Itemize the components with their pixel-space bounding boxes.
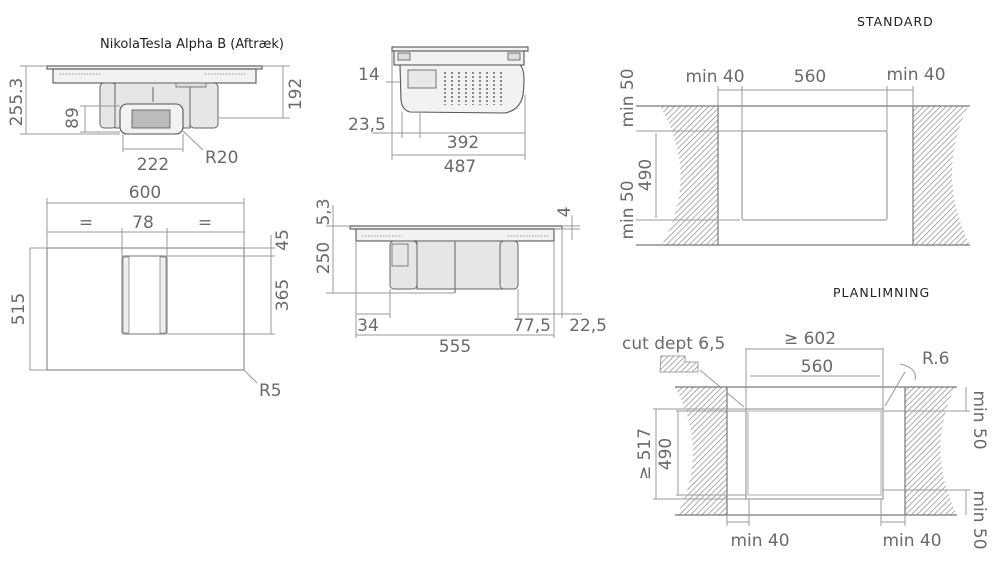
dimension-label: ≥ 602	[784, 329, 836, 349]
dimension-label: =	[198, 213, 212, 233]
dimension-label: min 50	[618, 180, 638, 239]
dimension-label: 365	[273, 279, 293, 311]
dimension-label: 5,3	[314, 198, 334, 225]
dimension-label: min 50	[969, 390, 989, 449]
dimension-label: 487	[444, 157, 476, 177]
dimension-label: cut dept 6,5	[622, 334, 725, 354]
dimension-label: 560	[801, 357, 833, 377]
dimension-label: 490	[636, 159, 656, 191]
dimension-label: 77,5	[513, 316, 551, 336]
front-section-view: 5,3 250 4 34 77,5 22,5 555	[314, 198, 607, 357]
dimension-label: 45	[273, 229, 293, 251]
dimension-label: min 50	[618, 68, 638, 127]
side-view: 14 23,5 392 487	[348, 46, 529, 177]
dimension-label: min 40	[882, 531, 941, 551]
dimension-label: min 40	[685, 67, 744, 87]
dimension-label: 255.3	[7, 78, 27, 127]
dimension-label: R20	[205, 148, 238, 168]
dimension-label: 4	[555, 207, 575, 218]
dimension-label: 89	[63, 107, 83, 129]
standard-cutout-diagram: STANDARD min 40 560 min 40 490 min 50 mi…	[618, 14, 970, 246]
dimension-label: 515	[9, 293, 29, 325]
standard-label: STANDARD	[857, 14, 934, 29]
product-title: NikolaTesla Alpha B (Aftræk)	[100, 37, 284, 52]
dimension-label: 490	[656, 438, 676, 470]
planlimning-label: PLANLIMNING	[833, 285, 930, 300]
dimension-label: 23,5	[348, 115, 386, 135]
flush-cutout-diagram: PLANLIMNING cut dept 6,5 ≥ 517 490 ≥ 602…	[622, 285, 989, 551]
dimension-label: min 40	[730, 531, 789, 551]
dimension-label: 392	[447, 133, 479, 153]
dimension-label: 600	[129, 183, 161, 203]
dimension-label: 22,5	[569, 316, 607, 336]
dimension-label: min 40	[886, 65, 945, 85]
dimension-label: 78	[132, 213, 154, 233]
top-view: 600 = 78 = 515 45 365 R5	[9, 183, 293, 401]
dimension-label: 555	[439, 337, 471, 357]
dimension-label: 250	[314, 242, 334, 274]
dimension-label: =	[79, 213, 93, 233]
dimension-label: 192	[286, 78, 306, 110]
front-view: 255.3 192 89 222 R20	[7, 65, 306, 175]
dimension-label: R5	[259, 381, 282, 401]
dimension-label: ≥ 517	[635, 428, 655, 480]
dimension-label: R.6	[922, 349, 949, 369]
dimension-label: 222	[137, 155, 169, 175]
dimension-label: min 50	[969, 490, 989, 549]
dimension-label: 34	[357, 316, 379, 336]
dimension-label: 14	[358, 65, 380, 85]
dimension-label: 560	[794, 67, 826, 87]
